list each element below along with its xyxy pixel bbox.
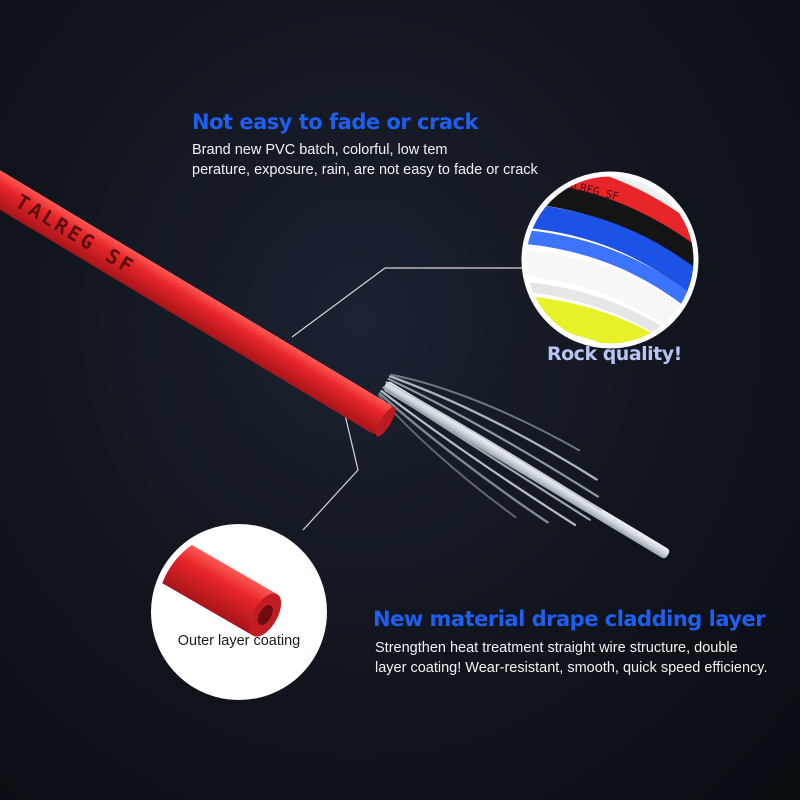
cable-outer-sheath (0, 167, 393, 435)
fade-description-line-1: Brand new PVC batch, colorful, low tem (192, 142, 448, 158)
material-description-line-2: layer coating! Wear-resistant, smooth, q… (375, 660, 768, 676)
inset-label: Outer layer coating (177, 633, 301, 649)
material-description-line-1: Strengthen heat treatment straight wire … (375, 640, 738, 656)
cable-end-face (375, 406, 396, 437)
inset-circle (151, 524, 327, 700)
cable-print: TALREG SF (11, 189, 139, 279)
fade-headline: Not easy to fade or crack (192, 110, 478, 134)
fade-description-line-2: perature, exposure, rain, are not easy t… (192, 162, 538, 178)
callout-line-top (291, 267, 526, 338)
material-description: Strengthen heat treatment straight wire … (375, 638, 795, 678)
material-headline: New material drape cladding layer (373, 607, 766, 631)
color-sample-circle: TALREG SF (521, 171, 699, 349)
rock-quality-caption: Rock quality! (547, 343, 682, 365)
fade-description: Brand new PVC batch, colorful, low tem p… (192, 140, 572, 180)
cable-inner-liner (383, 381, 670, 559)
